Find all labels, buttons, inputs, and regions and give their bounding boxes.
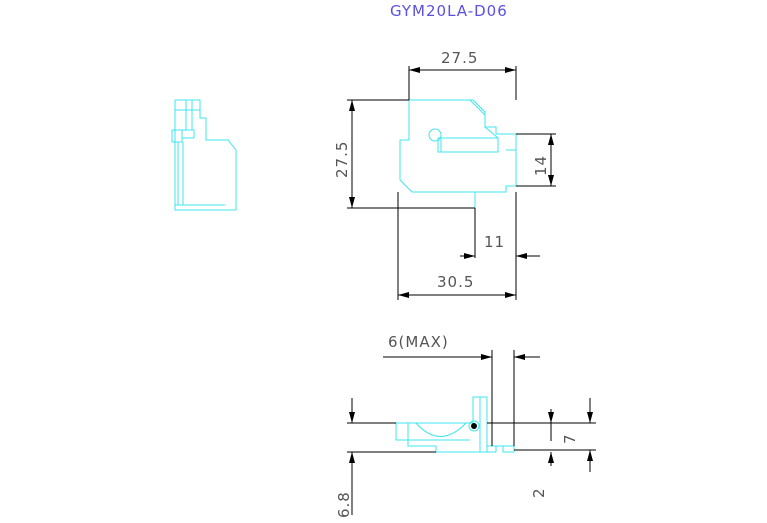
label-overall-height: 6.8 — [335, 491, 353, 518]
dimension-side-height: 7 — [487, 398, 596, 472]
label-top-width: 27.5 — [441, 49, 478, 67]
label-left-height: 27.5 — [333, 141, 351, 178]
dimension-left-height: 27.5 — [333, 99, 475, 209]
dimension-overall-height: 6.8 — [335, 398, 436, 518]
bottom-view-outline — [395, 396, 515, 453]
label-base-offset: 2 — [530, 487, 548, 498]
dimension-base-offset: 2 — [530, 452, 554, 498]
dimension-top-width: 27.5 — [408, 49, 517, 100]
drawing-title: GYM20LA-D06 — [390, 2, 508, 20]
dimension-bottom-width: 30.5 — [397, 192, 517, 300]
front-view-outline — [399, 99, 517, 208]
pivot-point — [471, 423, 477, 429]
dimension-tab-height: 14 — [516, 133, 556, 187]
label-foot-width: 11 — [484, 233, 505, 251]
label-bottom-width: 30.5 — [437, 273, 474, 291]
label-max-thickness: 6(MAX) — [388, 333, 449, 351]
dimension-max-thickness: 6(MAX) — [383, 333, 540, 446]
side-view-outline — [171, 99, 237, 211]
label-side-height: 7 — [561, 433, 579, 444]
dimension-foot-width: 11 — [460, 192, 540, 262]
label-tab-height: 14 — [532, 155, 550, 176]
pivot-ring — [468, 420, 480, 432]
